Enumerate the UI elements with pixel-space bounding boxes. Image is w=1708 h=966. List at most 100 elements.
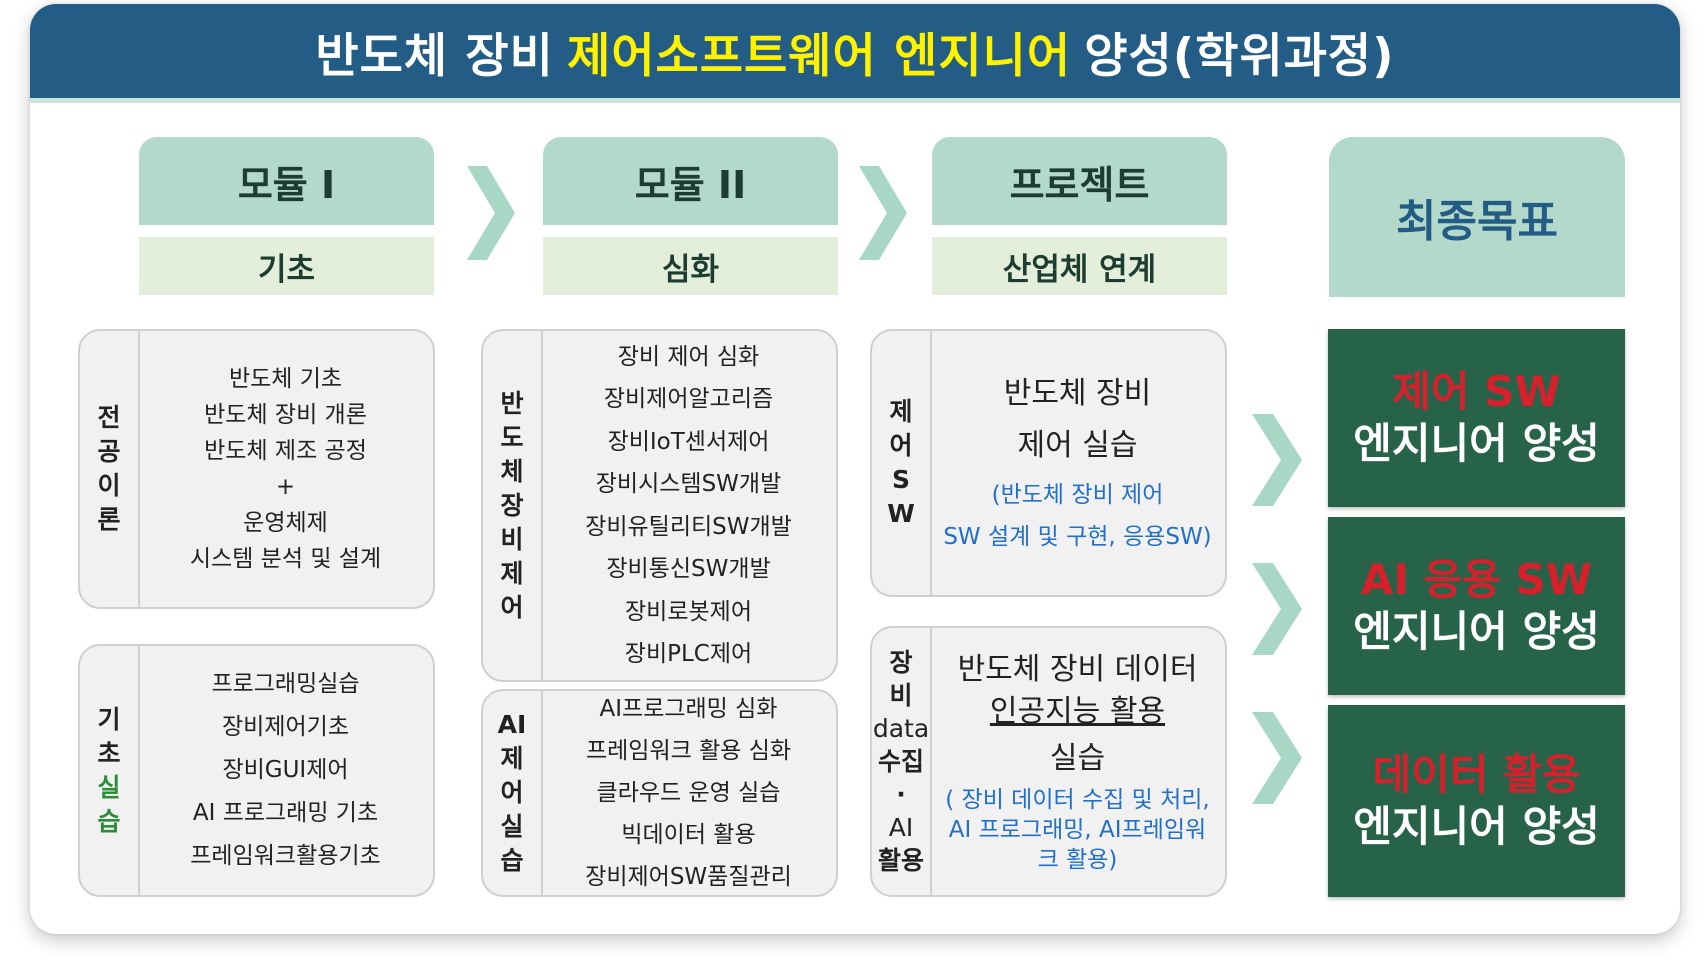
list-item: 프로그래밍실습 [211, 671, 360, 697]
project-detail-line: ( 장비 데이터 수집 및 처리, [945, 786, 1210, 813]
side-char: 이 [97, 471, 121, 500]
side-char: 전 [97, 403, 121, 432]
side-char: · [896, 780, 906, 809]
list-item: 반도체 장비 개론 [204, 402, 367, 428]
stage-subtitle: 기초 [139, 237, 434, 295]
side-char: 비 [500, 524, 524, 554]
project-title-line: 제어 실습 [1017, 428, 1138, 463]
list-item: 프레임워크 활용 심화 [585, 738, 792, 764]
chevron-right-icon [859, 166, 907, 260]
goal-data: 데이터 활용 엔지니어 양성 [1328, 705, 1625, 897]
side-char: 제 [889, 397, 913, 426]
list-item: AI 프로그래밍 기초 [192, 800, 379, 826]
chevron-right-icon [1252, 563, 1302, 655]
side-char: 초 [97, 738, 121, 768]
chevron-right-icon [1252, 712, 1302, 804]
side-char: data [872, 714, 930, 743]
list-item: 시스템 분석 및 설계 [189, 546, 382, 572]
goal-title: 데이터 활용 [1372, 749, 1581, 799]
project-detail-line: 크 활용) [1037, 846, 1118, 873]
control-sw-box: 제 어 S W 반도체 장비 제어 실습 (반도체 장비 제어 SW 설계 및 … [870, 329, 1227, 597]
theory-list: 반도체 기초 반도체 장비 개론 반도체 제조 공정 + 운영체제 시스템 분석… [138, 331, 433, 607]
list-item: 장비 제어 심화 [617, 343, 760, 370]
goal-subtitle: 엔지니어 양성 [1353, 419, 1600, 468]
side-char: 활용 [877, 846, 924, 875]
side-char: 어 [500, 778, 524, 807]
list-item: 장비유틸리티SW개발 [585, 513, 792, 540]
data-ai-box: 장 비 data 수집 · AI 활용 반도체 장비 데이터 인공지능 활용 실… [870, 626, 1227, 897]
stage-subtitle: 심화 [543, 237, 838, 295]
program-card: 반도체 장비 제어소프트웨어 엔지니어 양성(학위과정) 모듈 I 기초 모듈 … [30, 4, 1680, 934]
goal-title: 제어 SW [1392, 366, 1561, 416]
side-char: W [887, 499, 915, 528]
project-detail-line: AI 프로그래밍, AI프레임워 [948, 816, 1207, 843]
side-char: 제 [500, 744, 524, 773]
basic-practice-box: 기 초 실 습 프로그래밍실습 장비제어기초 장비GUI제어 AI 프로그래밍 … [78, 644, 435, 897]
stage-header-project: 프로젝트 산업체 연계 [932, 137, 1227, 297]
control-sw-side-label: 제 어 S W [872, 331, 932, 595]
goal-ai-sw: AI 응용 SW 엔지니어 양성 [1328, 517, 1625, 695]
list-item: 빅데이터 활용 [621, 822, 756, 848]
data-ai-side-label: 장 비 data 수집 · AI 활용 [872, 628, 932, 895]
list-item: 클라우드 운영 실습 [596, 780, 781, 806]
project-title-line: 인공지능 활용 [989, 693, 1166, 729]
goal-title: AI 응용 SW [1360, 554, 1593, 604]
side-char: 반 [500, 388, 524, 418]
list-item: 장비제어알고리즘 [603, 386, 774, 412]
equipment-control-list: 장비 제어 심화 장비제어알고리즘 장비IoT센서제어 장비시스템SW개발 장비… [541, 331, 836, 680]
theory-side-label: 전 공 이 론 [80, 331, 140, 607]
side-char: 실 [97, 772, 121, 802]
list-item: 운영체제 [243, 510, 328, 536]
list-item: 장비제어SW품질관리 [585, 864, 792, 890]
side-char: 장 [500, 490, 524, 520]
title-highlight: 제어소프트웨어 엔지니어 [567, 28, 1072, 84]
stage-title: 모듈 II [543, 137, 838, 225]
project-detail-line: SW 설계 및 구현, 응용SW) [943, 524, 1212, 550]
list-item: 장비PLC제어 [624, 641, 753, 667]
project-title-line: 반도체 장비 [1003, 376, 1152, 411]
list-item: + [275, 474, 296, 500]
control-sw-content: 반도체 장비 제어 실습 (반도체 장비 제어 SW 설계 및 구현, 응용SW… [930, 331, 1225, 595]
list-item: 프레임워크활용기초 [190, 843, 381, 869]
side-char: 수집 [877, 747, 924, 776]
project-detail-line: (반도체 장비 제어 [991, 482, 1164, 508]
goal-subtitle: 엔지니어 양성 [1353, 802, 1600, 851]
title-suffix: 양성(학위과정) [1084, 28, 1395, 84]
side-char: 어 [500, 592, 524, 622]
side-char: 습 [97, 806, 121, 836]
chevron-right-icon [467, 166, 515, 260]
side-char: S [891, 465, 910, 494]
basic-practice-list: 프로그래밍실습 장비제어기초 장비GUI제어 AI 프로그래밍 기초 프레임워크… [138, 646, 433, 895]
title-bar: 반도체 장비 제어소프트웨어 엔지니어 양성(학위과정) [30, 4, 1680, 103]
stage-header-module2: 모듈 II 심화 [543, 137, 838, 297]
stage-title: 모듈 I [139, 137, 434, 225]
list-item: 장비제어기초 [222, 714, 349, 740]
data-ai-content: 반도체 장비 데이터 인공지능 활용 실습 ( 장비 데이터 수집 및 처리, … [930, 628, 1225, 895]
side-char: 어 [889, 431, 913, 460]
list-item: 장비IoT센서제어 [607, 428, 770, 455]
side-char: 실 [500, 812, 524, 841]
side-char: 도 [500, 422, 524, 452]
side-char: 체 [500, 456, 524, 486]
goal-header: 최종목표 [1329, 137, 1625, 297]
list-item: 장비시스템SW개발 [595, 471, 782, 497]
list-item: 반도체 기초 [228, 366, 343, 392]
title-prefix: 반도체 장비 [315, 28, 554, 84]
side-char: 습 [500, 846, 524, 875]
goal-subtitle: 엔지니어 양성 [1353, 607, 1600, 656]
ai-control-list: AI프로그래밍 심화 프레임워크 활용 심화 클라우드 운영 실습 빅데이터 활… [541, 691, 836, 895]
stage-subtitle: 산업체 연계 [932, 237, 1227, 295]
chevron-right-icon [1252, 414, 1302, 506]
side-char: 론 [97, 505, 121, 534]
ai-control-side-label: AI 제 어 실 습 [483, 691, 543, 895]
side-char: 공 [97, 437, 121, 466]
list-item: AI프로그래밍 심화 [599, 696, 778, 722]
side-char: 기 [97, 704, 121, 734]
basic-practice-side-label: 기 초 실 습 [80, 646, 140, 895]
project-title-line: 반도체 장비 데이터 [957, 651, 1198, 687]
theory-box: 전 공 이 론 반도체 기초 반도체 장비 개론 반도체 제조 공정 + 운영체… [78, 329, 435, 609]
list-item: 장비통신SW개발 [606, 556, 771, 582]
side-char: AI [888, 813, 914, 842]
side-char: AI [497, 710, 527, 739]
stage-header-module1: 모듈 I 기초 [139, 137, 434, 297]
